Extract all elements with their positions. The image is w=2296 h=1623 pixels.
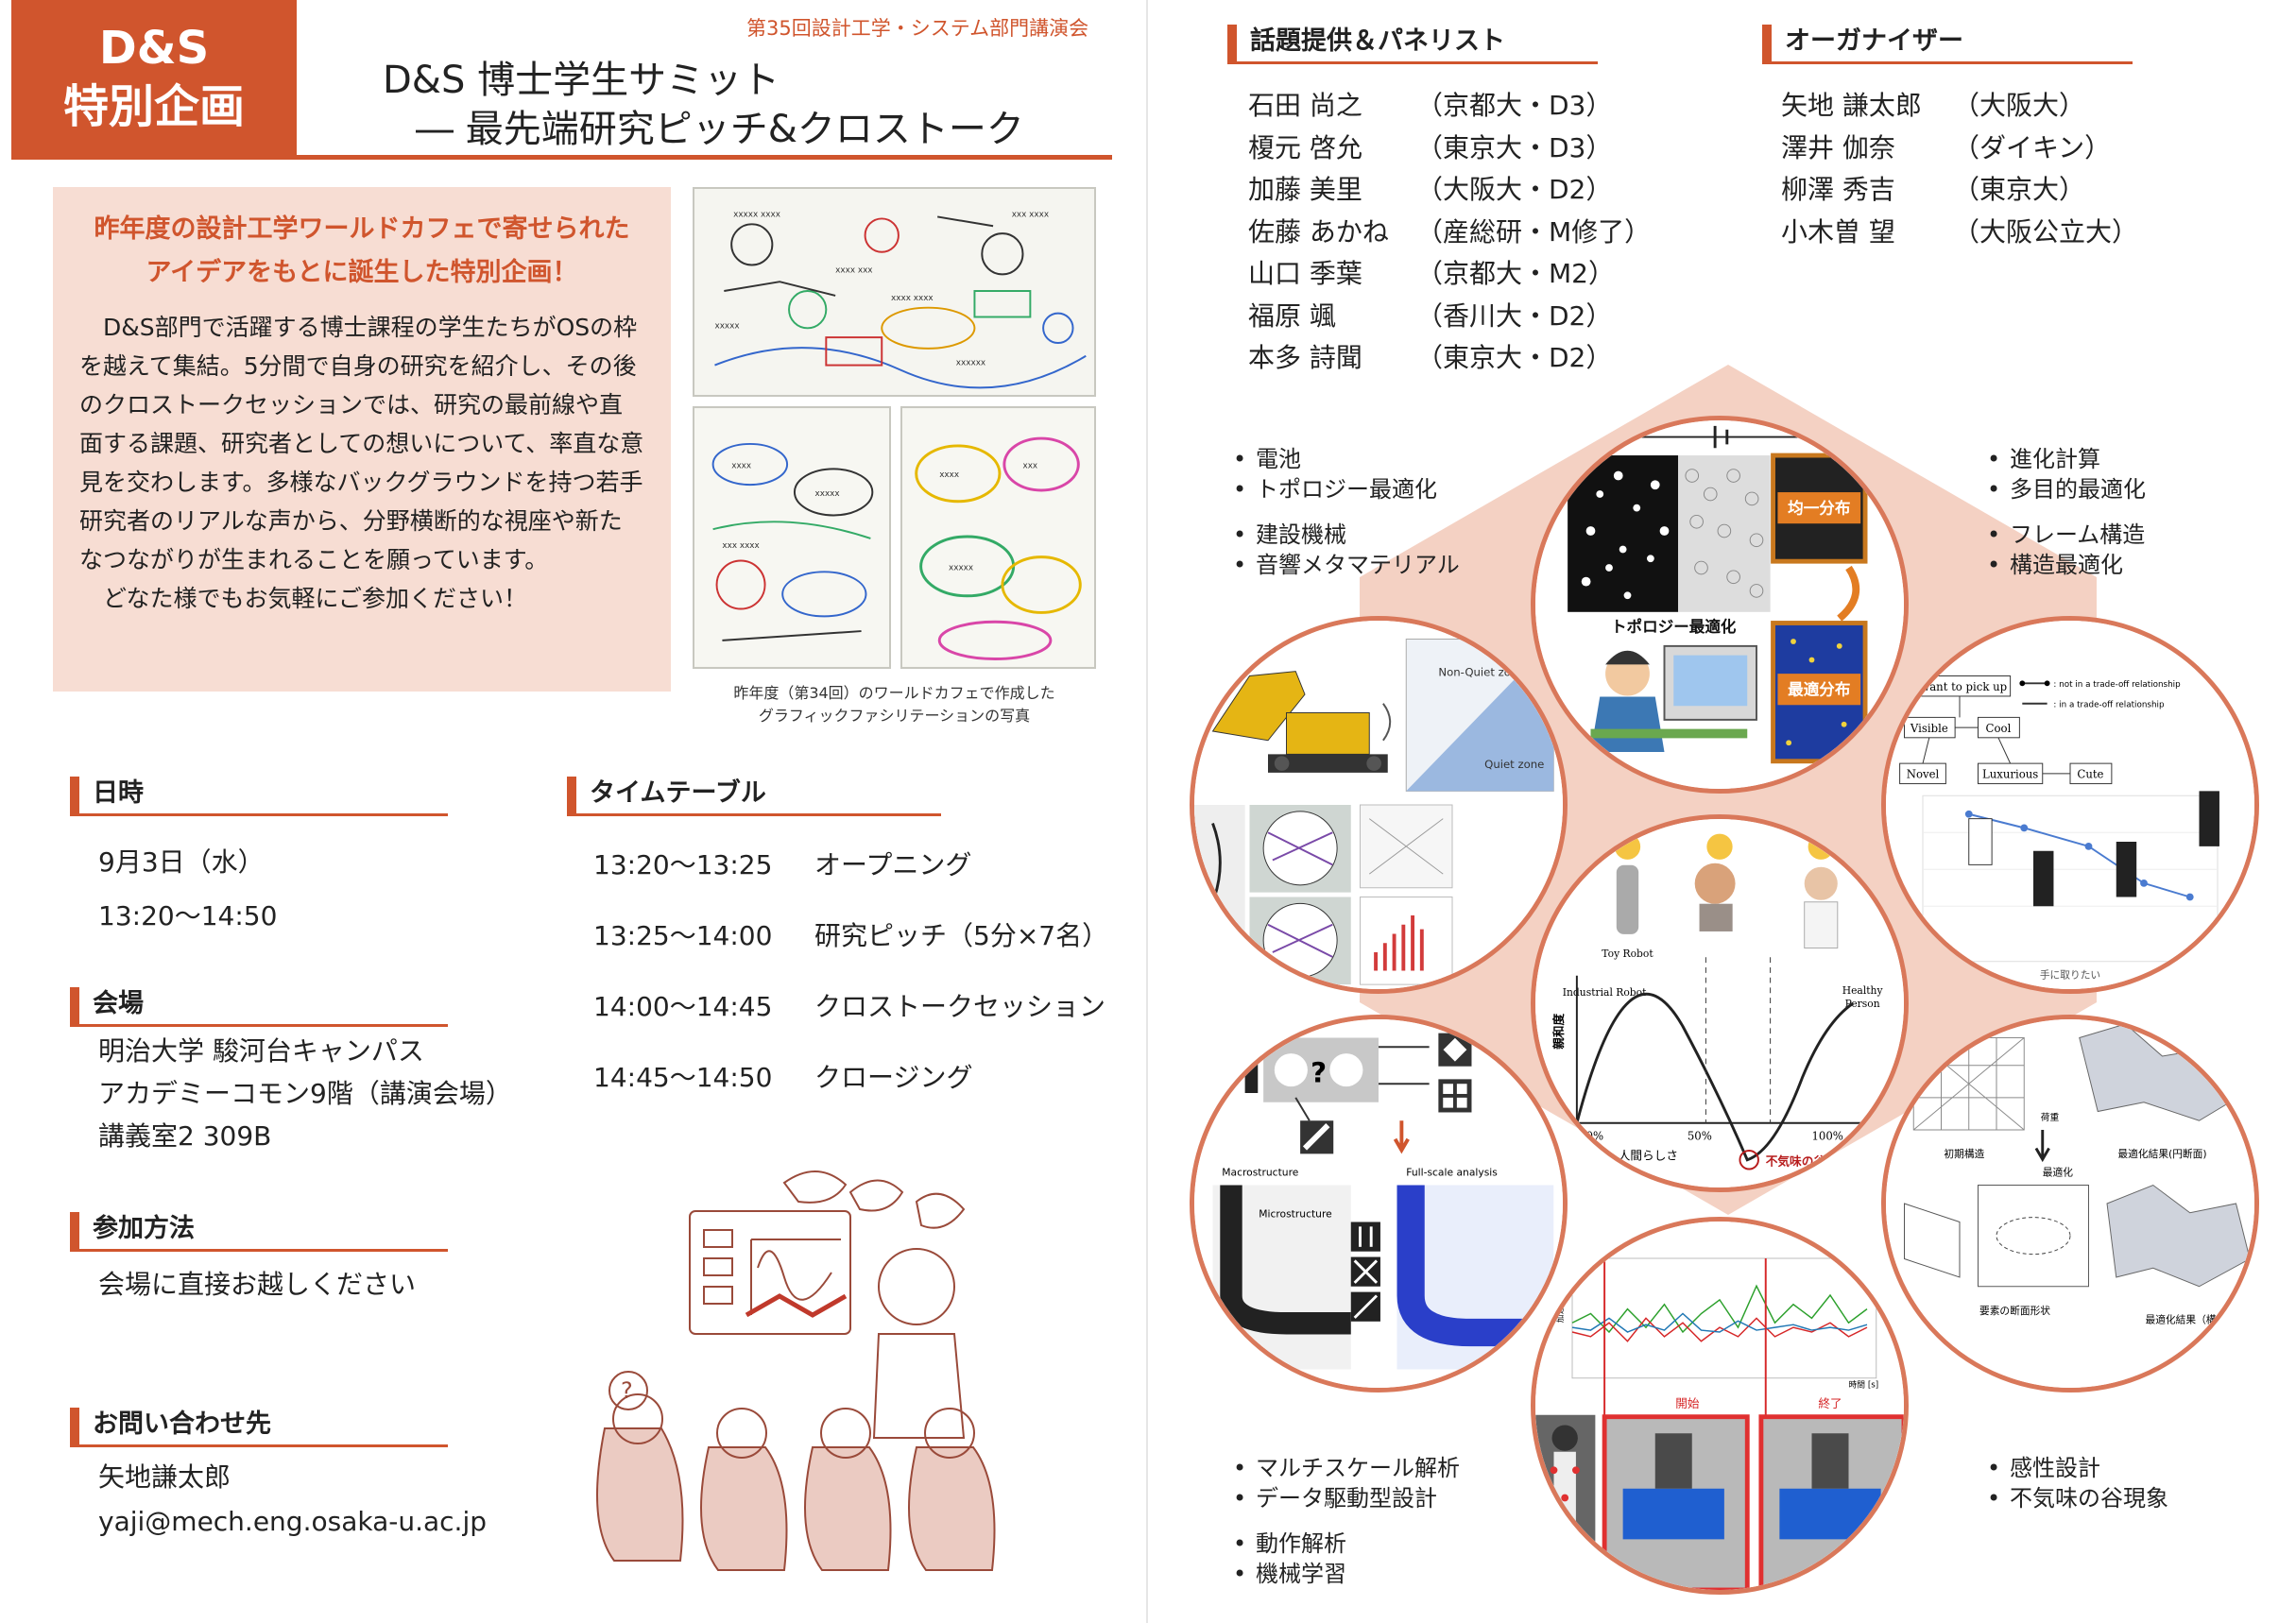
conference-name: 第35回設計工学・システム部門講演会 [746, 17, 1089, 40]
intro-box: 昨年度の設計工学ワールドカフェで寄せられた アイデアをもとに誕生した特別企画！ … [53, 187, 671, 692]
result2-label: 最適化結果（構 [2145, 1314, 2216, 1326]
node-pick-up: I want to pick up [1912, 680, 2007, 693]
intro-closing: どなた様でもお気軽にご参加ください！ [103, 585, 528, 612]
topics-top-left: 電池 トポロジー最適化 建設機械 音響メタマテリアル [1225, 444, 1460, 580]
motion-analysis-figure: 加速度 時間 [s] 開始 終了 [1531, 1217, 1909, 1595]
x-axis-label: 人間らしさ [1619, 1149, 1678, 1163]
toy-robot-label: Toy Robot [1602, 948, 1653, 960]
node-cool: Cool [1986, 722, 2012, 735]
intro-body: D&S部門で活躍する博士課程の学生たちがOSの枠を越えて集結。5分間で自身の研究… [79, 308, 644, 618]
section-shape-label: 要素の断面形状 [1979, 1305, 2050, 1317]
person-label: Person [1845, 998, 1880, 1010]
initial-structure-label: 初期構造 [1944, 1148, 1984, 1160]
svg-text:xxxxxx: xxxxxx [956, 359, 985, 368]
event-time: 13:20〜14:50 [98, 900, 278, 931]
uniform-label: 均一分布 [1788, 498, 1850, 517]
svg-text:xxxxx: xxxxx [949, 563, 973, 572]
presentation-illustration: ? [596, 1170, 996, 1571]
svg-text:xxxxx: xxxxx [815, 489, 840, 499]
quiet-zone-label: Quiet zone [1484, 758, 1544, 771]
load-label: 荷重 [2041, 1111, 2060, 1123]
node-cute: Cute [2077, 768, 2103, 781]
badge-line1: D&S [98, 22, 210, 75]
node-visible: Visible [1910, 722, 1948, 735]
acoustic-metamaterial-figure: Non-Quiet zone Quiet zone [1190, 616, 1568, 994]
organizers-heading: オーガナイザー [1762, 25, 2133, 64]
participation-heading: 参加方法 [70, 1212, 448, 1252]
contact-name: 矢地謙太郎 [98, 1461, 231, 1493]
svg-text:xxxx: xxxx [731, 461, 751, 470]
topopt-label: トポロジー最適化 [1611, 617, 1737, 636]
page-title: D&S 博士学生サミット [383, 59, 780, 102]
y-axis-label: 加速度 [1554, 1298, 1566, 1324]
panelists-heading: 話題提供＆パネリスト [1227, 25, 1598, 64]
start-label: 開始 [1675, 1396, 1700, 1410]
topics-bottom-left: マルチスケール解析 データ駆動型設計 動作解析 機械学習 [1225, 1453, 1460, 1589]
healthy-label: Healthy [1842, 984, 1884, 997]
evolutionary-computation-figure: I want to pick up : not in a trade-off r… [1881, 616, 2259, 994]
uncanny-valley-figure: Toy Robot Industrial Robot Healthy Perso… [1531, 814, 1909, 1192]
header-rule [11, 155, 1112, 160]
svg-text:xxxx: xxxx [939, 470, 959, 480]
legend-tradeoff: : in a trade-off relationship [2053, 701, 2165, 710]
full-scale-label: Full-scale analysis [1406, 1167, 1498, 1179]
tick-50: 50% [1688, 1129, 1712, 1142]
intro-paragraph: D&S部門で活躍する博士課程の学生たちがOSの枠を越えて集結。5分間で自身の研究… [79, 314, 644, 573]
tick-100: 100% [1812, 1129, 1843, 1142]
contact-email[interactable]: yaji@mech.eng.osaka-u.ac.jp [98, 1506, 487, 1537]
node-luxurious: Luxurious [1982, 768, 2038, 781]
svg-text:xxxxx xxxx: xxxxx xxxx [733, 210, 780, 219]
end-label: 終了 [1818, 1396, 1842, 1410]
frame-structure-figure: 初期構造 最適化結果(円断面) 荷重 最適化 要素の断面形状 最適化結果（構 [1881, 1015, 2259, 1392]
y-axis-label: 親和度 [1551, 1013, 1566, 1049]
svg-text:xxx xxxx: xxx xxxx [1012, 210, 1049, 219]
result1-label: 最適化結果(円断面) [2117, 1148, 2206, 1160]
left-page: D&S 特別企画 第35回設計工学・システム部門講演会 D&S 博士学生サミット… [11, 0, 1112, 1571]
legend-not-tradeoff: : not in a trade-off relationship [2053, 680, 2181, 690]
optimal-label: 最適分布 [1788, 680, 1850, 699]
svg-text:xxx xxxx: xxx xxxx [722, 541, 759, 551]
badge-line2: 特別企画 [62, 80, 245, 133]
node-novel: Novel [1907, 768, 1940, 781]
topics-bottom-right: 感性設計 不気味の谷現象 [1979, 1453, 2168, 1513]
intro-headline: 昨年度の設計工学ワールドカフェで寄せられた アイデアをもとに誕生した特別企画！ [94, 214, 630, 287]
venue-info: 明治大学 駿河台キャンパス アカデミーコモン9階（講演会場） 講義室2 309B [98, 1035, 512, 1152]
topics-top-right: 進化計算 多目的最適化 フレーム構造 構造最適化 [1979, 444, 2146, 580]
svg-text:xxx: xxx [1022, 461, 1037, 470]
question-mark: ? [1311, 1056, 1327, 1088]
right-page: 話題提供＆パネリスト 石田 尚之（京都大・D3） 榎元 啓允（東京大・D3） 加… [1148, 0, 2296, 1623]
svg-text:xxxxx: xxxxx [714, 321, 739, 331]
venue-heading: 会場 [70, 987, 448, 1027]
time-label: 時間 [s] [1849, 1380, 1879, 1391]
macrostructure-label: Macrostructure [1222, 1167, 1298, 1179]
industrial-robot-label: Industrial Robot [1563, 986, 1647, 999]
multiscale-analysis-figure: ? Macrostructure Full-scale analysis Mic… [1190, 1015, 1568, 1392]
optimization-label: 最適化 [2043, 1167, 2073, 1179]
non-quiet-zone-label: Non-Quiet zone [1438, 666, 1524, 679]
contact-info: 矢地謙太郎 yaji@mech.eng.osaka-u.ac.jp [98, 1455, 487, 1544]
svg-text:xxxx xxx: xxxx xxx [835, 265, 872, 275]
svg-text:?: ? [621, 1377, 633, 1404]
contact-heading: お問い合わせ先 [70, 1408, 448, 1447]
date-info: 9月3日（水） 13:20〜14:50 [98, 835, 277, 943]
participation-info: 会場に直接お越しください [98, 1269, 417, 1300]
battery-topology-figure: 均一分布 最適分布 トポロジー最適化 [1531, 416, 1909, 794]
photo-caption: 昨年度（第34回）のワールドカフェで作成した グラフィックファシリテーションの写… [733, 684, 1055, 725]
date-heading: 日時 [70, 777, 448, 816]
event-day: 9月3日（水） [98, 846, 265, 878]
x-axis-label: 手に取りたい [2040, 968, 2100, 981]
special-event-badge: D&S 特別企画 [11, 0, 297, 157]
timetable-heading: タイムテーブル [567, 777, 941, 816]
svg-text:xxxx xxxx: xxxx xxxx [891, 294, 934, 303]
microstructure-label: Microstructure [1259, 1208, 1332, 1221]
page-subtitle: ― 最先端研究ピッチ&クロストーク [416, 108, 1024, 151]
